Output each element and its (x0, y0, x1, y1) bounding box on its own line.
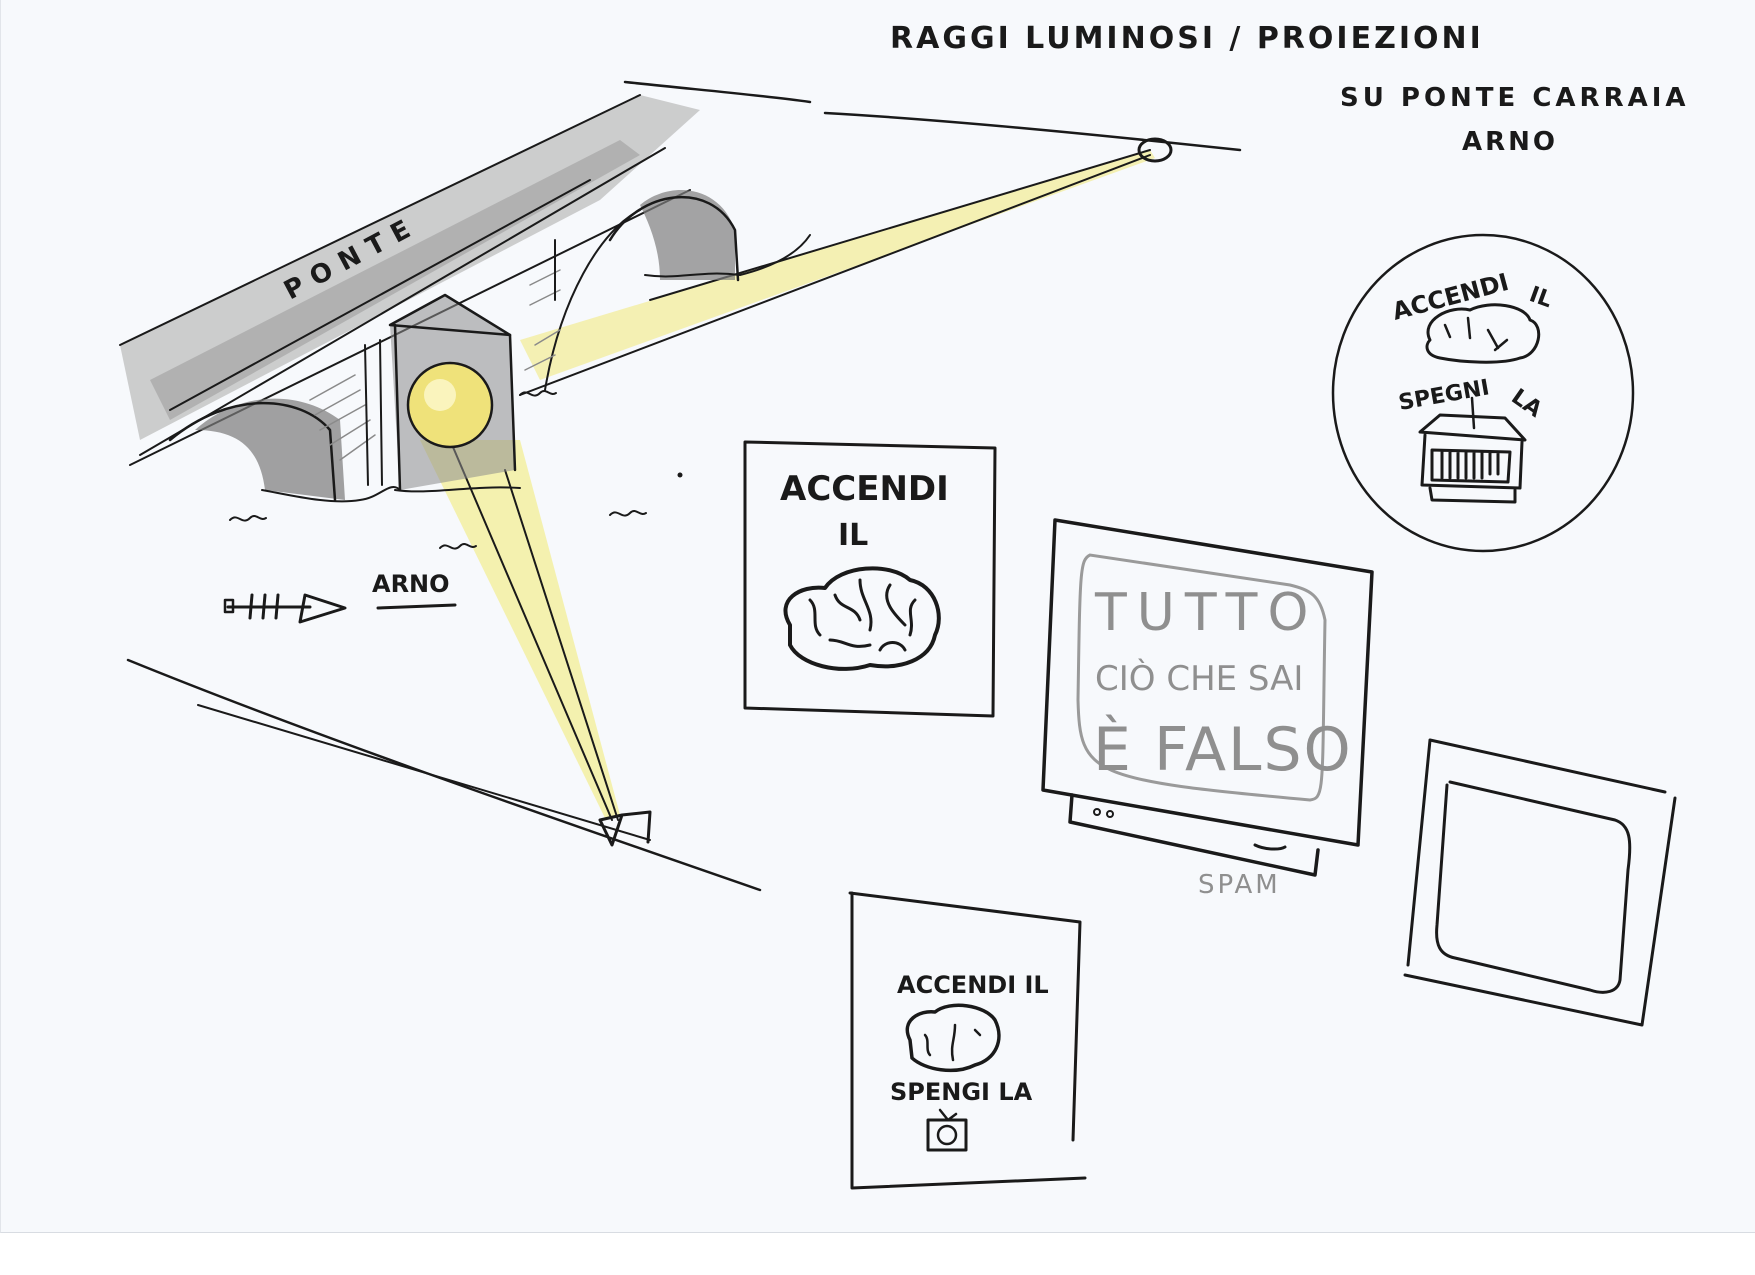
sketch-subtitle-1: SU PONTE CARRAIA (1340, 83, 1690, 113)
poster-small: ACCENDI IL SPENGI LA (848, 891, 1087, 1190)
circle-badge-line1b: IL (1526, 282, 1555, 313)
bridge-drawing: PONTE (119, 94, 811, 550)
poster-brain-line2: IL (838, 518, 868, 553)
circle-badge-line2: SPEGNI (1397, 375, 1492, 416)
river-flow-arrow: ARNO (223, 570, 457, 624)
circle-badge-line1: ACCENDI (1389, 268, 1511, 326)
vertical-light-beam (420, 440, 620, 818)
ground-lines (126, 80, 1242, 892)
circle-badge-line2b: LA (1507, 384, 1547, 422)
television-icon (1418, 396, 1527, 504)
tv-line2: CIÒ CHE SAI (1095, 658, 1303, 699)
television-icon (926, 1108, 968, 1152)
brain-icon (1425, 303, 1541, 364)
tv-base (1068, 793, 1320, 877)
sketch-subtitle-2: ARNO (1462, 127, 1558, 157)
projector-lamp-icon (1137, 137, 1173, 163)
sketch-title: RAGGI LUMINOSI / PROIEZIONI (890, 21, 1484, 56)
tv-caption: SPAM (1198, 870, 1281, 900)
empty-frame (1403, 738, 1677, 1027)
poster-small-line2: SPENGI LA (890, 1078, 1033, 1106)
river-label: ARNO (372, 570, 450, 598)
light-beams (420, 137, 1173, 847)
title-block: RAGGI LUMINOSI / PROIEZIONI SU PONTE CAR… (890, 21, 1690, 157)
sketch-paper (0, 0, 1755, 1233)
circle-badge: ACCENDI IL SPEGNI LA (1331, 233, 1635, 553)
brain-icon (783, 566, 941, 671)
brain-icon (905, 1003, 1001, 1073)
tv-line1: TUTTO (1094, 583, 1318, 643)
poster-brain: ACCENDI IL (743, 440, 997, 718)
tv-screen: TUTTO CIÒ CHE SAI È FALSO SPAM (1041, 518, 1374, 900)
poster-small-line1: ACCENDI IL (897, 971, 1049, 999)
ground-projector-icon (598, 810, 652, 847)
tv-line3: È FALSO (1093, 713, 1353, 785)
poster-brain-line1: ACCENDI (780, 469, 949, 509)
horizontal-light-beam (520, 150, 1155, 380)
